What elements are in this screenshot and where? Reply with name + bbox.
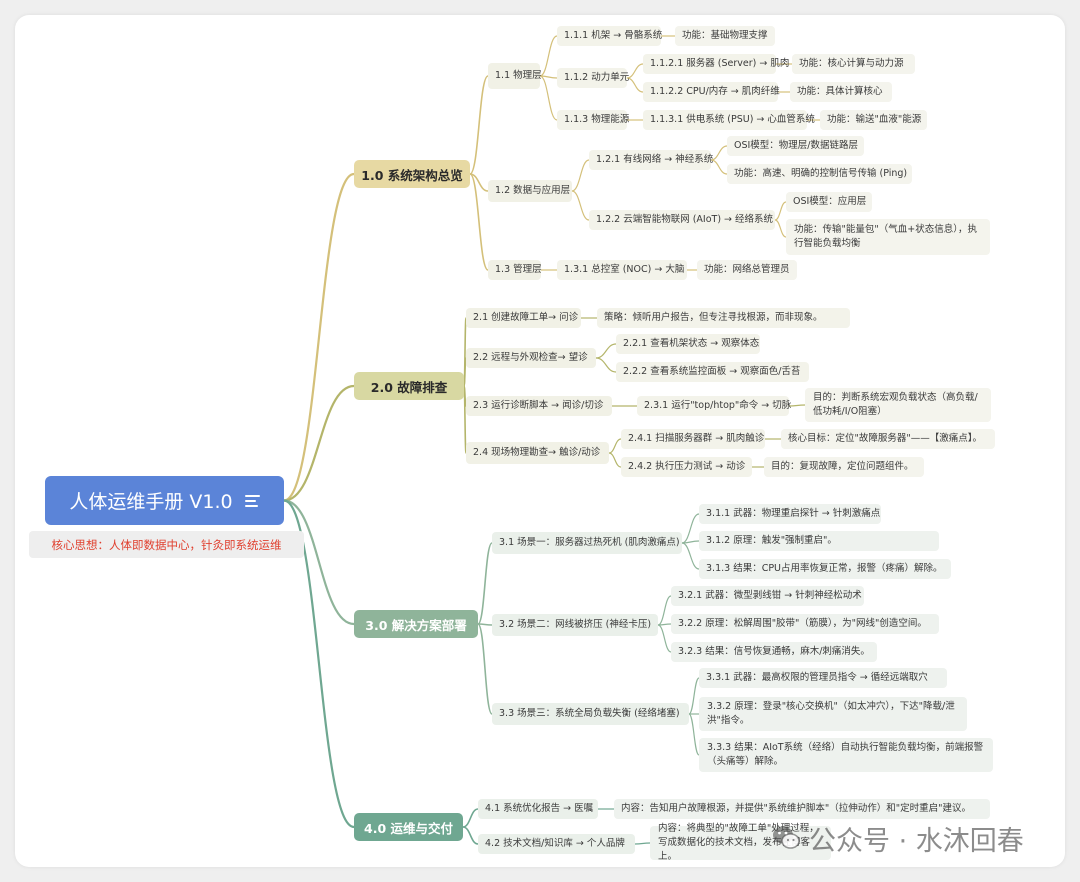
connector-line (463, 357, 467, 387)
branch-node-3[interactable]: 3.0 解决方案部署 (354, 610, 478, 638)
mindmap-node[interactable]: 3.2.1 武器：微型剥线钳 → 针刺神经松动术 (671, 586, 864, 606)
connector-line (710, 145, 728, 161)
connector-line (608, 452, 622, 468)
mindmap-node[interactable]: 1.3.1 总控室 (NOC) → 大脑 (557, 260, 687, 280)
mindmap-node[interactable]: 2.3 运行诊断脚本 → 闻诊/切诊 (466, 396, 612, 416)
mindmap-node[interactable]: 1.2.1 有线网络 → 神经系统 (589, 150, 713, 170)
connector-line (283, 384, 355, 502)
connector-line (788, 404, 806, 407)
connector-line (462, 826, 479, 845)
connector-line (595, 357, 617, 373)
connector-line (595, 343, 617, 359)
mindmap-node[interactable]: 3.3.3 结果：AIoT系统（经络）自动执行智能负载均衡，前端报警（头痛等）解… (699, 738, 993, 772)
mindmap-node[interactable]: 4.1 系统优化报告 → 医嘱 (478, 799, 598, 819)
connector-line (463, 385, 467, 454)
connector-line (469, 173, 489, 271)
branch-node-1[interactable]: 1.0 系统架构总览 (354, 160, 470, 188)
mindmap-node[interactable]: 3.2 场景二：网线被挤压 (神经卡压) (492, 614, 658, 636)
mindmap-node[interactable]: 2.4 现场物理勘查→ 触诊/动诊 (466, 442, 609, 464)
wechat-icon (773, 826, 800, 849)
connector-line (469, 75, 489, 175)
mindmap-node[interactable]: 1.3 管理层 (488, 260, 542, 280)
mindmap-node[interactable]: 1.1.2.1 服务器 (Server) → 肌肉 (643, 54, 789, 74)
mindmap-node[interactable]: 策略：倾听用户报告，但专注寻找根源，而非现象。 (597, 308, 850, 328)
core-idea-note: 核心思想：人体即数据中心，针灸即系统运维 (29, 531, 304, 558)
connector-line (477, 542, 493, 625)
connector-line (774, 219, 787, 238)
mindmap-node[interactable]: 1.2 数据与应用层 (488, 180, 572, 202)
mindmap-node[interactable]: OSI模型：物理层/数据链路层 (727, 136, 864, 156)
watermark-text: 公众号 · 水沐回春 (809, 825, 1024, 857)
connector-line (681, 542, 700, 570)
connector-line (571, 190, 590, 221)
mindmap-node[interactable]: 目的：复现故障，定位问题组件。 (764, 457, 924, 477)
mindmap-node[interactable]: 1.2.2 云端智能物联网 (AIoT) → 经络系统 (589, 210, 775, 230)
connector-line (539, 35, 558, 77)
mindmap-node[interactable]: 3.1 场景一：服务器过热死机 (肌肉激痛点) (492, 532, 682, 554)
connector-line (681, 513, 700, 544)
connector-line (626, 63, 644, 79)
mindmap-node[interactable]: 功能：核心计算与动力源 (792, 54, 915, 74)
connector-line (539, 75, 558, 121)
connector-line (710, 159, 728, 175)
connector-line (688, 677, 700, 715)
root-title: 人体运维手册 V1.0 (69, 491, 233, 513)
mindmap-node[interactable]: 2.4.2 执行压力测试 → 动诊 (621, 457, 752, 477)
connector-line (657, 595, 672, 626)
hamburger-menu-icon[interactable] (244, 492, 260, 510)
connector-line (283, 172, 355, 502)
root-node[interactable]: 人体运维手册 V1.0 (45, 476, 284, 525)
mindmap-node[interactable]: 2.2 远程与外观检查→ 望诊 (466, 348, 596, 368)
mindmap-node[interactable]: 4.2 技术文档/知识库 → 个人品牌 (478, 834, 635, 854)
connector-line (283, 499, 355, 829)
mindmap-node[interactable]: 核心目标：定位"故障服务器"——【激痛点】。 (781, 429, 995, 449)
connector-line (688, 713, 700, 756)
mindmap-node[interactable]: 3.1.3 结果：CPU占用率恢复正常，报警（疼痛）解除。 (699, 559, 951, 579)
mindmap-node[interactable]: 功能：网络总管理员 (697, 260, 797, 280)
mindmap-node[interactable]: 功能：输送"血液"能源 (820, 110, 927, 130)
mindmap-node[interactable]: OSI模型：应用层 (786, 192, 872, 212)
connector-line (571, 159, 590, 192)
watermark: 公众号 · 水沐回春 (771, 818, 1024, 858)
mindmap-node[interactable]: 1.1.2.2 CPU/内存 → 肌肉纤维 (643, 82, 780, 102)
connector-line (477, 623, 493, 715)
mindmap-node[interactable]: 2.3.1 运行"top/htop"命令 → 切脉 (637, 396, 791, 416)
connector-line (774, 201, 787, 221)
connector-line (657, 624, 672, 653)
mindmap-node[interactable]: 3.3.2 原理：登录"核心交换机"（如太冲穴），下达"降载/泄洪"指令。 (699, 697, 967, 731)
mindmap-node[interactable]: 内容：将典型的"故障工单"处理过程，写成数据化的技术文档，发布在博客上。 (650, 823, 831, 862)
mindmap-node[interactable]: 3.3.1 武器：最高权限的管理员指令 → 循经远端取穴 (699, 668, 947, 688)
mindmap-node[interactable]: 2.2.2 查看系统监控面板 → 观察面色/舌苔 (616, 362, 809, 382)
branch-node-4[interactable]: 4.0 运维与交付 (354, 813, 463, 841)
mindmap-node[interactable]: 3.1.1 武器：物理重启探针 → 针刺激痛点 (699, 504, 881, 524)
mindmap-node[interactable]: 1.1.1 机架 → 骨骼系统 (557, 26, 662, 46)
branch-node-2[interactable]: 2.0 故障排查 (354, 372, 464, 400)
mindmap-node[interactable]: 3.3 场景三：系统全局负载失衡 (经络堵塞) (492, 703, 689, 725)
mindmap-node[interactable]: 3.1.2 原理：触发"强制重启"。 (699, 531, 939, 551)
connector-line (634, 842, 651, 845)
mindmap-node[interactable]: 2.1 创建故障工单→ 问诊 (466, 308, 581, 328)
mindmap-node[interactable]: 功能：具体计算核心 (790, 82, 892, 102)
mindmap-node[interactable]: 3.2.2 原理：松解周围"胶带"（筋膜），为"网线"创造空间。 (671, 614, 939, 634)
connector-line (539, 75, 558, 79)
connector-line (608, 438, 622, 454)
connector-line (626, 77, 644, 93)
mindmap-node[interactable]: 目的：判断系统宏观负载状态（高负载/低功耗/I/O阻塞） (805, 388, 991, 422)
mindmap-node[interactable]: 1.1 物理层 (488, 63, 542, 89)
connector-line (477, 623, 493, 626)
mindmap-node[interactable]: 功能：基础物理支撑 (675, 26, 775, 46)
mindmap-node[interactable]: 功能：传输"能量包"（气血+状态信息），执行智能负载均衡 (786, 219, 990, 255)
mindmap-node[interactable]: 功能：高速、明确的控制信号传输 (Ping) (727, 164, 912, 184)
mindmap-node[interactable]: 内容：告知用户故障根源，并提供"系统维护脚本"（拉伸动作）和"定时重启"建议。 (614, 799, 990, 819)
mindmap-node[interactable]: 2.4.1 扫描服务器群 → 肌肉触诊 (621, 429, 765, 449)
mindmap-node[interactable]: 1.1.3 物理能源 (557, 110, 629, 130)
mindmap-node[interactable]: 1.1.2 动力单元 (557, 68, 629, 88)
mindmap-node[interactable]: 1.1.3.1 供电系统 (PSU) → 心血管系统 (643, 110, 815, 130)
mindmap-node[interactable]: 2.2.1 查看机架状态 → 观察体态 (616, 334, 760, 354)
connector-line (283, 499, 355, 626)
mindmap-node[interactable]: 3.2.3 结果：信号恢复通畅，麻木/刺痛消失。 (671, 642, 877, 662)
connector-line (462, 808, 479, 828)
